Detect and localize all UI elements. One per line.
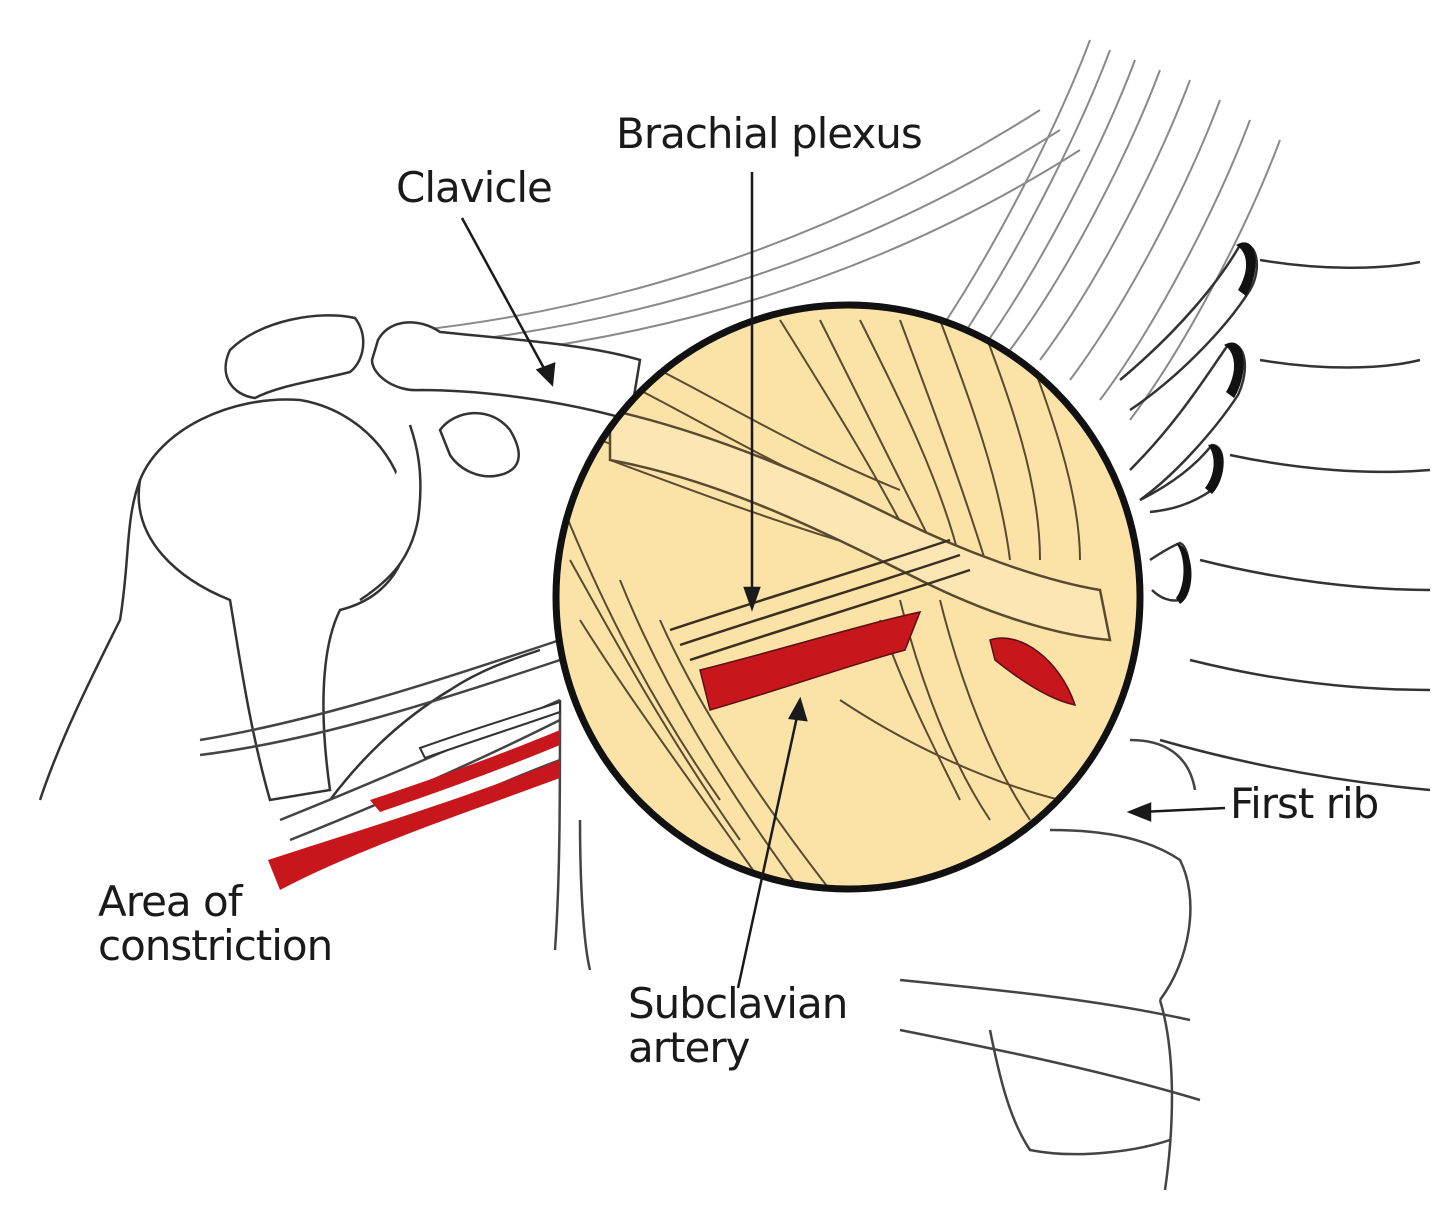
humerus-and-scapula bbox=[38, 314, 541, 802]
rib-cage bbox=[1119, 243, 1431, 792]
area-of-constriction-line-2: constriction bbox=[98, 921, 333, 970]
area-of-constriction-line-1: Area of bbox=[98, 877, 243, 926]
subclavian-artery-line-1: Subclavian bbox=[628, 979, 848, 1028]
first-rib-leader bbox=[1139, 806, 1226, 814]
brachial-plexus-arrowhead bbox=[743, 586, 761, 612]
magnified-view bbox=[552, 301, 1144, 893]
first-rib-arrowhead bbox=[1126, 802, 1152, 822]
artery-outside bbox=[268, 700, 561, 890]
rib-ends bbox=[1176, 242, 1256, 604]
clavicle-label: Clavicle bbox=[396, 163, 553, 212]
area-of-constriction-label: Area of constriction bbox=[98, 877, 333, 970]
brachial-plexus-label: Brachial plexus bbox=[616, 109, 923, 158]
clavicle-arrowhead bbox=[535, 362, 556, 387]
subclavian-arrowhead bbox=[788, 696, 808, 722]
subclavian-leader bbox=[736, 711, 800, 989]
magnifier-ring bbox=[552, 301, 1144, 893]
leader-lines bbox=[460, 172, 1226, 989]
subclavian-artery-line-2: artery bbox=[628, 1023, 750, 1072]
subclavian-artery-label: Subclavian artery bbox=[628, 979, 848, 1072]
first-rib-label: First rib bbox=[1230, 779, 1379, 828]
clavicle-leader bbox=[460, 217, 548, 373]
